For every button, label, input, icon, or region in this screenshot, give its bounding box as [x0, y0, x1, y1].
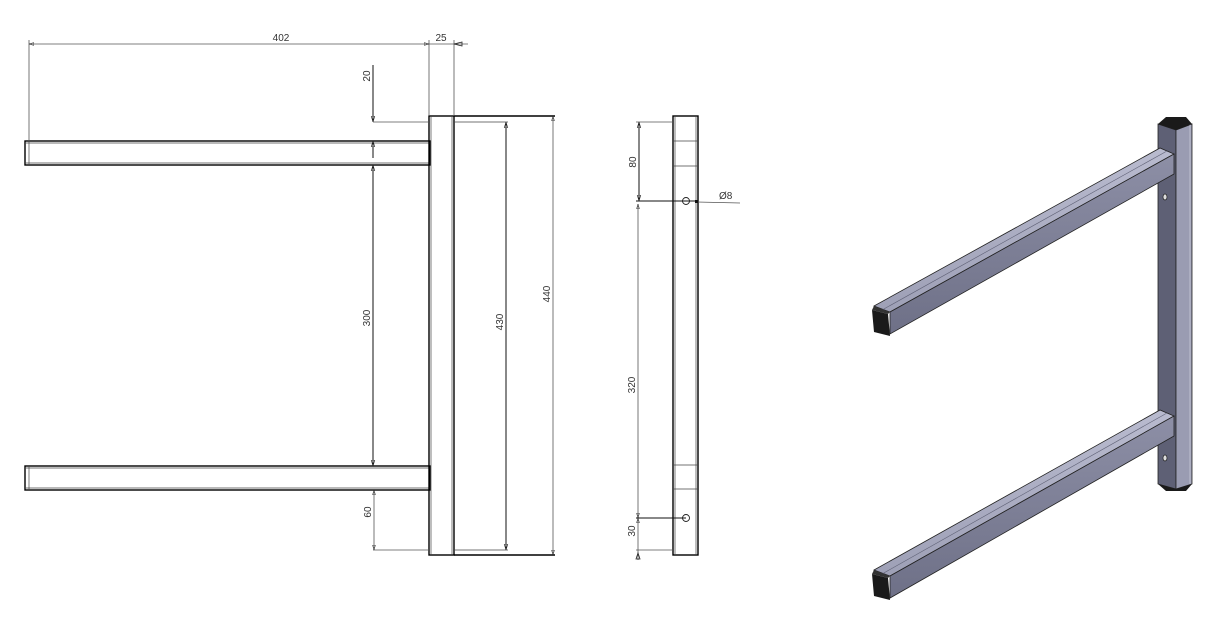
- iso-top-hole: [1162, 193, 1168, 201]
- iso-bottom-arm: [872, 409, 1175, 600]
- iso-bottom-hole: [1162, 454, 1168, 462]
- dim-402-label: 402: [273, 33, 290, 44]
- dim-25-label: 25: [435, 33, 447, 44]
- isometric-view: [872, 117, 1193, 600]
- iso-vertical-post: [1157, 117, 1193, 491]
- dim-320-label: 320: [627, 376, 638, 393]
- side-view: 80 Ø8 320 30: [627, 115, 741, 560]
- dim-post-width: 25: [429, 33, 468, 116]
- dim-top-offset: 20: [362, 65, 429, 158]
- dim-inner-height: 430: [495, 122, 506, 550]
- dim-hole-spacing: 320: [627, 204, 638, 518]
- dim-20-label: 20: [362, 70, 373, 82]
- dim-bottom-hole-offset: 30: [627, 517, 686, 560]
- dim-440-label: 440: [542, 285, 553, 302]
- dim-hole-diameter: Ø8: [695, 191, 741, 204]
- dim-d8-label: Ø8: [719, 191, 733, 202]
- dim-30-label: 30: [627, 525, 638, 537]
- top-arm: [24, 140, 431, 166]
- iso-post-top-cap: [1158, 117, 1192, 130]
- iso-bottom-arm-end-cap: [872, 574, 890, 600]
- dim-bottom-offset: 60: [363, 490, 429, 551]
- dim-300-label: 300: [362, 309, 373, 326]
- bottom-arm: [24, 465, 431, 491]
- dim-arm-length: 402: [28, 33, 430, 141]
- iso-top-arm: [872, 147, 1175, 336]
- front-view: 402 25 20 300 60 430: [24, 33, 555, 556]
- dim-60-label: 60: [363, 506, 374, 518]
- dim-80-label: 80: [628, 156, 639, 168]
- dim-430-label: 430: [495, 313, 506, 330]
- dim-top-hole-offset: 80: [628, 121, 697, 202]
- dim-overall-height: 440: [542, 116, 553, 555]
- iso-top-arm-end-cap: [872, 310, 890, 336]
- vertical-post: [428, 115, 555, 556]
- dim-arm-spacing: 300: [362, 165, 373, 466]
